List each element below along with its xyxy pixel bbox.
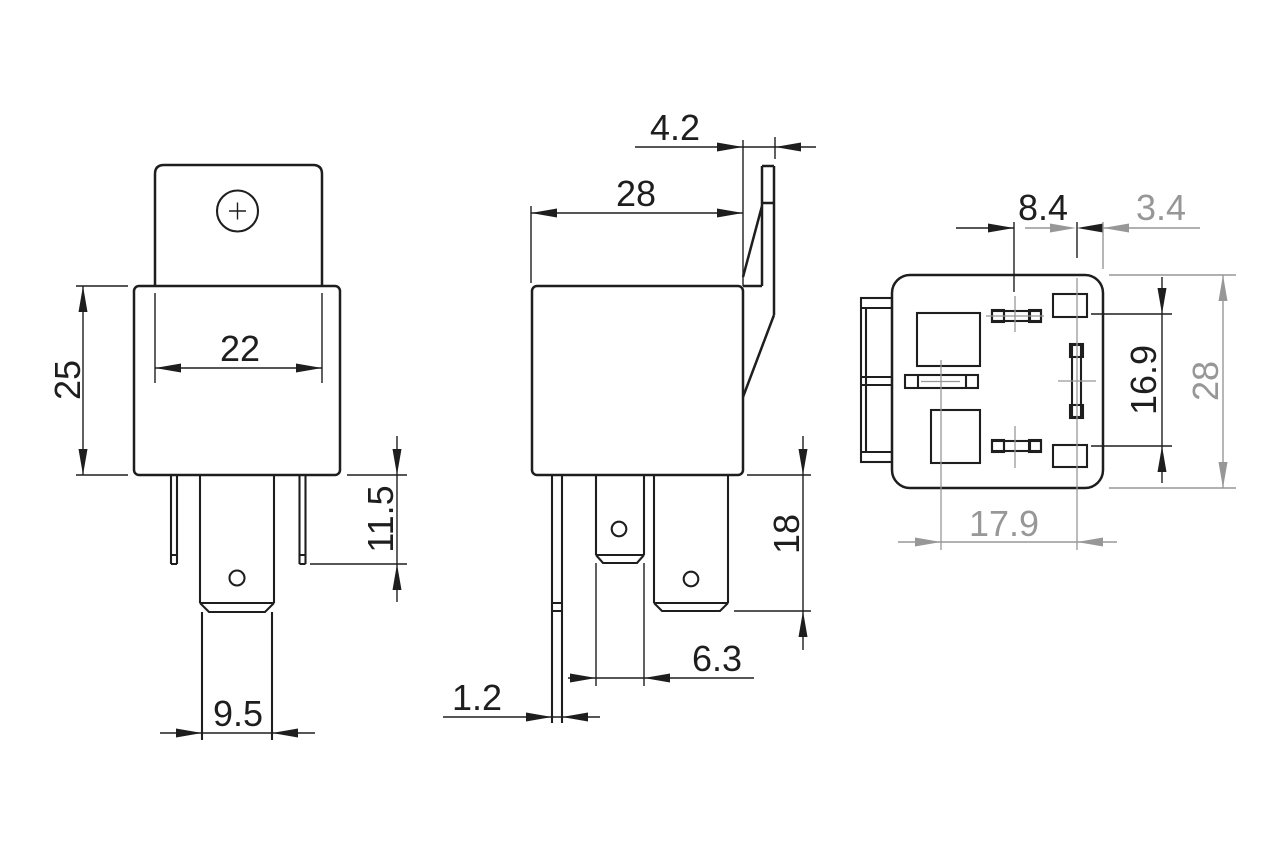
dim-label-3-4: 3.4 <box>1136 187 1186 228</box>
dim-front-pin-length: 11.5 <box>310 436 407 602</box>
dim-side-terminal-width: 6.3 <box>568 638 754 683</box>
dim-label-16-9: 16.9 <box>1123 345 1164 415</box>
front-view: 22 25 11.5 9.5 <box>47 163 407 740</box>
front-body-outline <box>132 284 342 477</box>
bottom-pin-top-right <box>1051 292 1089 319</box>
side-medium-blade <box>594 475 646 565</box>
front-center-terminal <box>198 475 276 614</box>
front-pin-left <box>169 475 179 566</box>
dim-label-11-5: 11.5 <box>360 485 401 552</box>
side-wide-blade <box>652 475 730 613</box>
dim-side-bracket-thickness: 1.2 <box>443 677 600 722</box>
dim-side-terminal-length: 18 <box>734 436 811 650</box>
dim-side-body-width: 28 <box>530 173 743 283</box>
dim-label-28-bottom: 28 <box>1185 361 1226 401</box>
bottom-cavity-square-bottom <box>929 408 982 465</box>
side-body-outline <box>530 284 745 477</box>
dim-bottom-pin-offset: 8.4 <box>956 187 1103 292</box>
dim-label-25: 25 <box>47 360 88 400</box>
dim-front-tab-width: 22 <box>154 293 323 383</box>
side-thin-pin <box>550 475 564 723</box>
dim-label-4-2: 4.2 <box>650 107 700 148</box>
dim-bottom-pin-column-span: 17.9 <box>898 503 1117 547</box>
bottom-centerlines <box>921 278 1096 550</box>
dim-front-body-height: 25 <box>47 285 128 476</box>
dim-label-17-9: 17.9 <box>969 503 1039 544</box>
dim-label-8-4: 8.4 <box>1018 187 1068 228</box>
front-screw-cross-icon <box>229 202 246 220</box>
bottom-cavity-square-top <box>915 311 982 368</box>
dim-label-1-2: 1.2 <box>452 677 502 718</box>
front-mounting-tab-outline <box>153 163 324 287</box>
side-view: 4.2 28 18 6.3 1.2 <box>443 107 816 723</box>
side-wide-blade-hole <box>682 570 700 588</box>
front-terminal-hole <box>228 569 246 587</box>
bottom-pin-bottom-right <box>1051 443 1089 469</box>
bottom-view: 8.4 3.4 16.9 28 17.9 <box>859 187 1236 550</box>
dim-bottom-edge-offset: 3.4 <box>1025 187 1200 269</box>
dim-label-22: 22 <box>220 328 260 369</box>
dim-front-terminal-width: 9.5 <box>160 693 315 738</box>
side-mounting-bracket <box>741 164 776 398</box>
dim-label-6-3: 6.3 <box>692 638 742 679</box>
front-pin-right <box>298 475 307 566</box>
front-screw-hole <box>215 189 260 233</box>
dim-label-18: 18 <box>766 514 807 554</box>
dim-side-bracket-offset: 4.2 <box>635 107 816 152</box>
bottom-bracket-profile <box>859 296 894 464</box>
dim-label-9-5: 9.5 <box>213 693 263 734</box>
dim-label-28-side: 28 <box>616 173 656 214</box>
front-lower-blade <box>200 612 274 740</box>
dim-bottom-pin-row-span: 16.9 <box>1091 277 1172 483</box>
bottom-slot-bottom-center <box>990 438 1043 454</box>
bottom-body-outline <box>890 273 1105 490</box>
side-medium-blade-hole <box>610 520 628 538</box>
dim-bottom-body-size: 28 <box>1109 274 1236 489</box>
